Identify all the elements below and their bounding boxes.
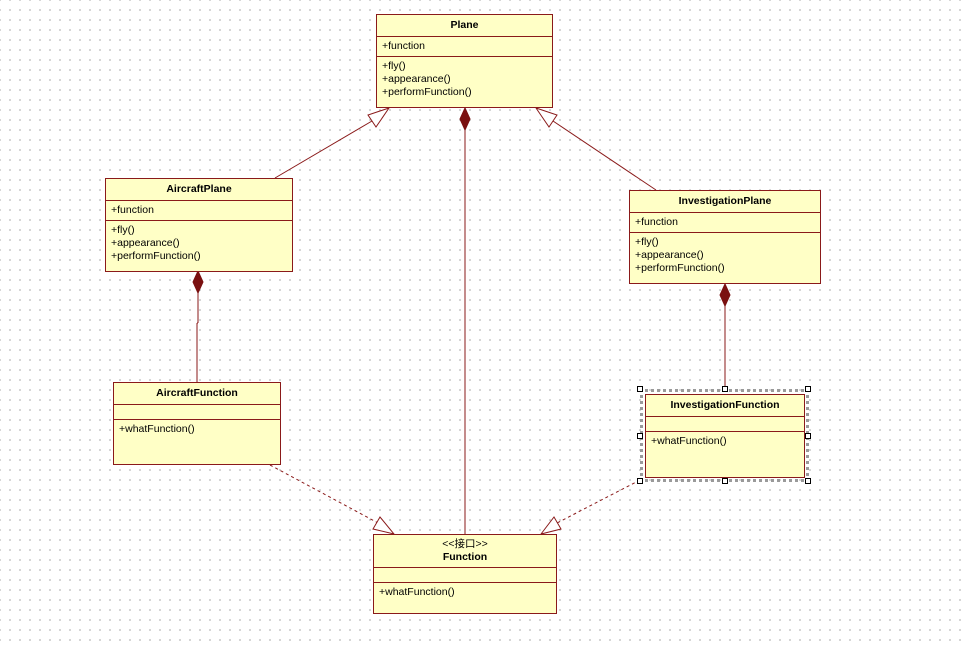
operation: +appearance() (382, 73, 451, 85)
operation: +performFunction() (111, 250, 201, 262)
class-name: InvestigationPlane (630, 191, 820, 213)
attribute: +function (111, 204, 154, 216)
class-attributes: +function (377, 37, 552, 57)
class-investigationplane[interactable]: InvestigationPlane +function +fly() +app… (629, 190, 821, 284)
class-investigationfunction[interactable]: InvestigationFunction +whatFunction() (645, 394, 805, 478)
class-aircraftfunction[interactable]: AircraftFunction +whatFunction() (113, 382, 281, 465)
resize-handle-top[interactable] (722, 386, 728, 392)
class-plane[interactable]: Plane +function +fly() +appearance() +pe… (376, 14, 553, 108)
operation: +fly() (382, 60, 406, 72)
operation: +fly() (635, 236, 659, 248)
attribute: +function (635, 216, 678, 228)
class-operations: +fly() +appearance() +performFunction() (106, 221, 292, 266)
composition-plane-function[interactable] (459, 106, 471, 534)
class-name: AircraftFunction (114, 383, 280, 405)
operation: +performFunction() (382, 86, 472, 98)
class-operations: +whatFunction() (374, 583, 556, 602)
class-name: <<接口>> Function (374, 535, 556, 568)
class-aircraftplane[interactable]: AircraftPlane +function +fly() +appearan… (105, 178, 293, 272)
operation: +whatFunction() (119, 423, 195, 435)
resize-handle-right[interactable] (805, 433, 811, 439)
class-attributes: +function (106, 201, 292, 221)
composition-investigationplane-investigationfunction[interactable] (719, 282, 731, 390)
resize-handle-top-right[interactable] (805, 386, 811, 392)
realization-aircraftfunction-to-function[interactable] (269, 464, 396, 535)
realization-investigationfunction-to-function[interactable] (539, 479, 641, 535)
operation: +whatFunction() (651, 435, 727, 447)
resize-handle-top-left[interactable] (637, 386, 643, 392)
class-operations: +whatFunction() (646, 432, 804, 451)
class-attributes (646, 417, 804, 432)
class-name: Plane (377, 15, 552, 37)
operation: +whatFunction() (379, 586, 455, 598)
composition-aircraftplane-aircraftfunction[interactable] (192, 269, 204, 382)
class-attributes (114, 405, 280, 420)
class-function-interface[interactable]: <<接口>> Function +whatFunction() (373, 534, 557, 614)
class-attributes (374, 568, 556, 583)
operation: +appearance() (111, 237, 180, 249)
resize-handle-left[interactable] (637, 433, 643, 439)
class-operations: +fly() +appearance() +performFunction() (630, 233, 820, 278)
generalization-investigationplane-to-plane[interactable] (534, 107, 657, 191)
attribute: +function (382, 40, 425, 52)
class-operations: +whatFunction() (114, 420, 280, 439)
operation: +performFunction() (635, 262, 725, 274)
operation: +appearance() (635, 249, 704, 261)
class-stereotype: <<接口>> (442, 538, 488, 550)
class-name: AircraftPlane (106, 179, 292, 201)
operation: +fly() (111, 224, 135, 236)
resize-handle-bottom[interactable] (722, 478, 728, 484)
class-operations: +fly() +appearance() +performFunction() (377, 57, 552, 102)
class-attributes: +function (630, 213, 820, 233)
resize-handle-bottom-left[interactable] (637, 478, 643, 484)
class-name-text: Function (442, 551, 488, 563)
resize-handle-bottom-right[interactable] (805, 478, 811, 484)
class-name: InvestigationFunction (646, 395, 804, 417)
generalization-aircraftplane-to-plane[interactable] (274, 107, 391, 179)
